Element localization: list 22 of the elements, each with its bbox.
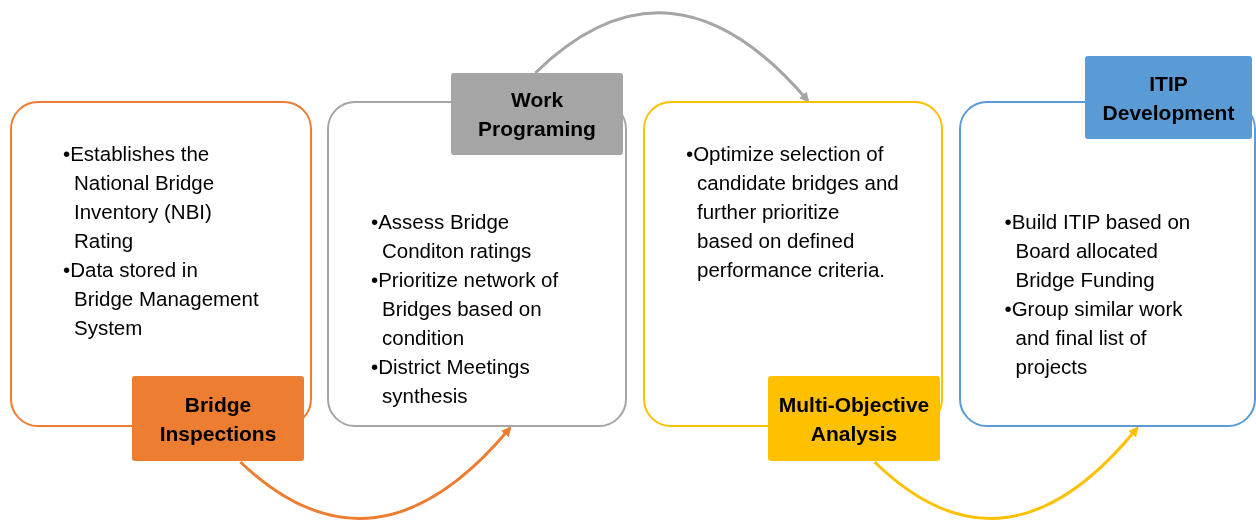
title-tag	[1085, 56, 1252, 139]
bullet-text: •Optimize selection of candidate bridges and further prioritize based on defined performance criteria.	[686, 141, 900, 283]
bullet-text: •Assess Bridge Conditon ratings	[371, 209, 533, 264]
bullet-text: •Establishes the National Bridge Inventory (NBI) Rating	[63, 141, 216, 254]
bullet-text: •Build ITIP based on Board allocated Bridge Funding	[1004, 209, 1192, 293]
curved-arrow	[873, 426, 1139, 520]
rounded-card	[10, 101, 312, 427]
bullet-text: •Prioritize network of Bridges based on condition	[371, 267, 560, 351]
title-tag	[132, 376, 304, 461]
title-text: Bridge Inspections	[158, 391, 278, 447]
title-text: ITIP Development	[1101, 70, 1236, 126]
curved-arrow	[239, 426, 512, 520]
bullet-text: •Data stored in Bridge Management System	[63, 257, 259, 341]
curved-arrow	[534, 11, 810, 103]
title-tag	[451, 73, 623, 155]
title-text: Multi-Objective Analysis	[777, 391, 931, 447]
bullet-text: •District Meetings synthesis	[371, 354, 531, 409]
title-tag	[768, 376, 940, 461]
bullet-text: •Group similar work and final list of projects	[1004, 296, 1184, 380]
rounded-card	[959, 101, 1256, 427]
rounded-card	[643, 101, 943, 427]
title-text: Work Programing	[477, 87, 597, 142]
